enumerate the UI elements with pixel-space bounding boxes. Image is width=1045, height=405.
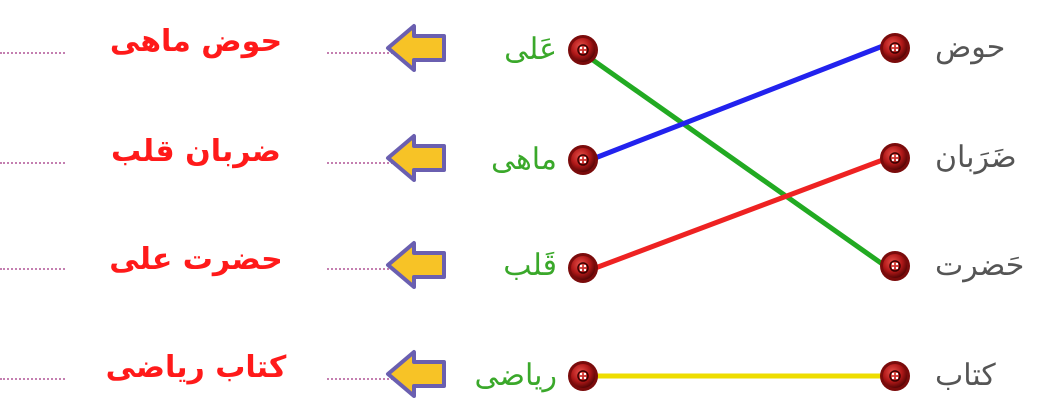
red-button-icon[interactable] (567, 252, 599, 284)
right-word-1: حوض (935, 30, 1006, 65)
answer-text-1: حوض ماهی (65, 22, 327, 62)
right-word-3: حَضرت (935, 248, 1025, 283)
right-word-2: ضَرَبان (935, 140, 1017, 175)
answer-text-3: حضرت علی (65, 240, 327, 280)
red-button-icon[interactable] (879, 32, 911, 64)
red-button-icon[interactable] (879, 250, 911, 282)
connection-line-ali-hazrat (587, 55, 891, 271)
right-word-4: کتاب (935, 358, 996, 393)
middle-word-2: ماهی (490, 142, 557, 177)
answer-text-2: ضربان قلب (65, 132, 327, 172)
middle-word-4: ریاضی (474, 358, 557, 393)
red-button-icon[interactable] (879, 360, 911, 392)
connection-line-mahi-hoz (587, 41, 891, 163)
red-button-icon[interactable] (567, 360, 599, 392)
left-arrow-icon (386, 241, 446, 289)
red-button-icon[interactable] (567, 144, 599, 176)
red-button-icon[interactable] (567, 34, 599, 66)
answer-text-4: کتاب ریاضی (65, 348, 327, 388)
middle-word-1: عَلی (504, 32, 557, 67)
red-button-icon[interactable] (879, 142, 911, 174)
middle-word-3: قَلب (503, 248, 557, 283)
left-arrow-icon (386, 24, 446, 72)
left-arrow-icon (386, 134, 446, 182)
left-arrow-icon (386, 350, 446, 398)
connection-line-ghalb-zarban (587, 155, 891, 273)
